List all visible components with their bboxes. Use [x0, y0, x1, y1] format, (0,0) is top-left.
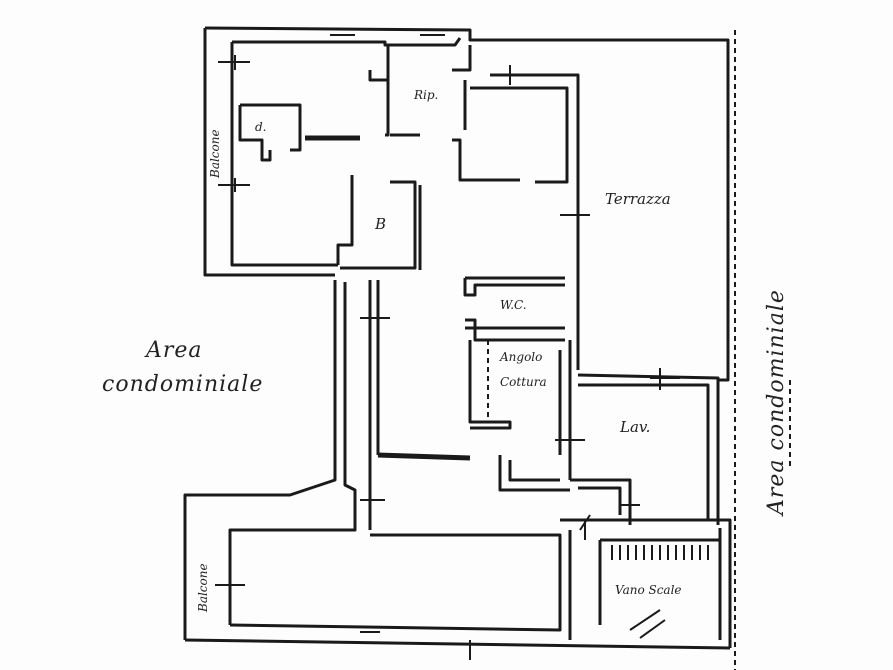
room-lav-wall: [577, 373, 720, 525]
label-room-lav: Lav.: [620, 418, 651, 436]
stair-treads: [611, 545, 709, 639]
label-room-b: B: [375, 215, 387, 233]
label-balcone-top: Balcone: [208, 129, 222, 178]
label-angolo: Angolo: [500, 350, 543, 364]
small-room-wall: [498, 455, 570, 492]
room-d-wall: [240, 103, 302, 152]
label-area-left-line2: condominiale: [102, 372, 264, 397]
inner-wall-top: [232, 37, 462, 47]
stair-wall: [560, 518, 732, 648]
label-terrazza: Terrazza: [605, 190, 671, 208]
label-cottura: Cottura: [500, 375, 547, 389]
outer-wall-bottom: [184, 638, 731, 650]
label-area-right: Area condominiale: [764, 289, 789, 515]
outer-wall-top: [204, 26, 730, 382]
kitchen-wall: [468, 340, 512, 430]
room-b-wall: [336, 175, 354, 265]
label-vano-scale: Vano Scale: [615, 583, 682, 597]
label-balcone-bottom: Balcone: [196, 563, 210, 612]
label-room-d: d.: [255, 120, 267, 134]
outer-wall-left-top: [203, 28, 335, 277]
label-area-left-line1: Area: [146, 338, 203, 363]
label-room-wc: W.C.: [500, 298, 527, 312]
inner-wall-left: [230, 42, 338, 267]
outer-wall-left-lower: [183, 280, 337, 640]
label-room-rip: Rip.: [414, 88, 439, 102]
